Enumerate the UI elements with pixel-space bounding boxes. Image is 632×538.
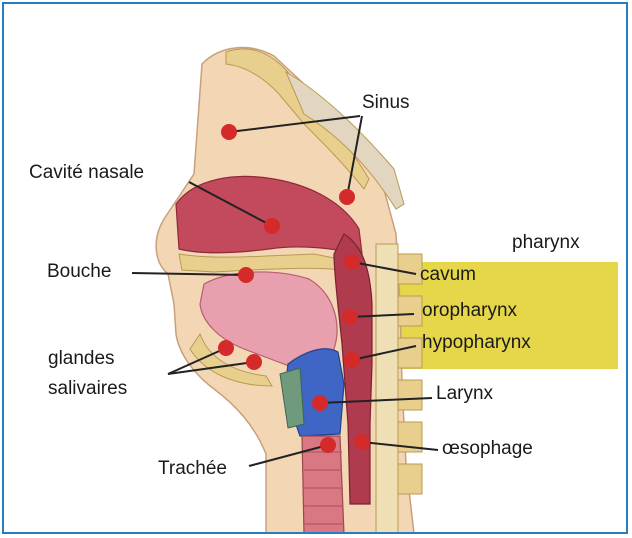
marker-glande-2: [246, 354, 262, 370]
label-trachee: Trachée: [158, 458, 227, 480]
label-oesophage: œsophage: [442, 438, 533, 460]
label-sinus: Sinus: [362, 92, 410, 114]
label-hypopharynx: hypopharynx: [422, 332, 531, 354]
label-pharynx: pharynx: [512, 232, 580, 254]
marker-cavum: [344, 254, 360, 270]
marker-cavite-nasale: [264, 218, 280, 234]
label-cavite-nasale: Cavité nasale: [29, 162, 144, 184]
label-salivaires: salivaires: [48, 378, 127, 400]
marker-larynx: [312, 395, 328, 411]
label-larynx: Larynx: [436, 383, 493, 405]
label-bouche: Bouche: [47, 261, 111, 283]
label-cavum: cavum: [420, 264, 476, 286]
marker-glande-1: [218, 340, 234, 356]
label-glandes: glandes: [48, 348, 115, 370]
diagram-frame: Sinus Cavité nasale Bouche glandes saliv…: [2, 2, 628, 534]
marker-sinus-frontal: [221, 124, 237, 140]
marker-sinus-sphenoid: [339, 189, 355, 205]
marker-bouche: [238, 267, 254, 283]
marker-trachee: [320, 437, 336, 453]
marker-hypopharynx: [344, 352, 360, 368]
label-oropharynx: oropharynx: [422, 300, 517, 322]
marker-oesophage: [354, 434, 370, 450]
marker-oropharynx: [342, 309, 358, 325]
